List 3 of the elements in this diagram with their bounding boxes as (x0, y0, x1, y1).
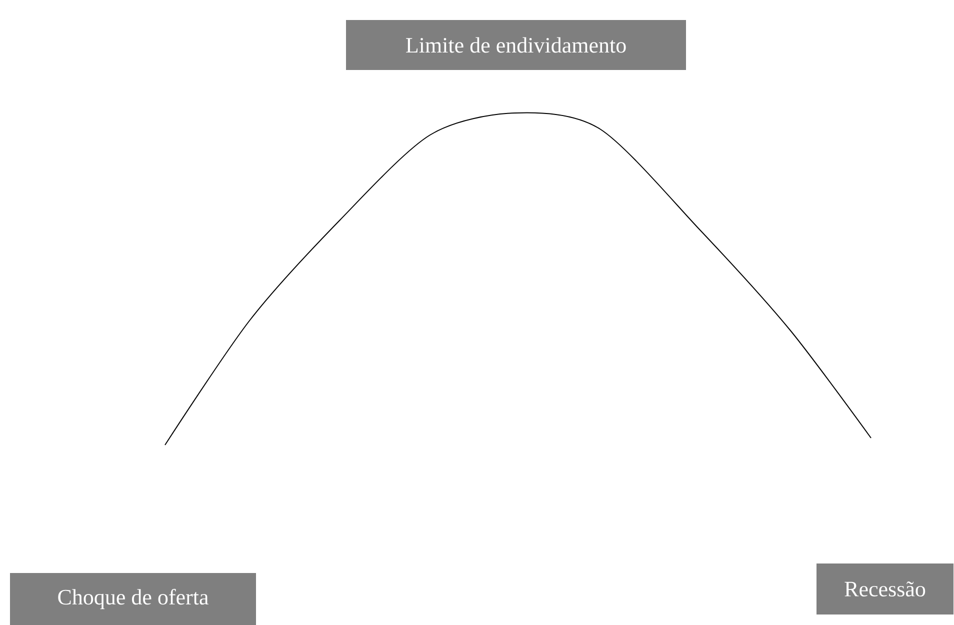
label-box: Limite de endividamento (346, 20, 686, 70)
label-box: Recessão (816, 564, 954, 614)
label-box: Choque de oferta (10, 573, 256, 625)
